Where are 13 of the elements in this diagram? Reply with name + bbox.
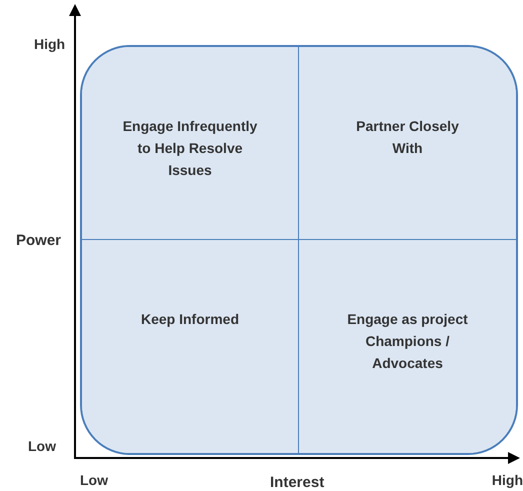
axis-title: Power [16, 231, 62, 251]
quadrant-cell [82, 240, 299, 453]
quadrant-cell [299, 47, 516, 240]
quadrant-label: Engage as project Champions / Advocates [346, 310, 469, 373]
axis-label: High [492, 471, 523, 490]
axis-label: Low [28, 437, 56, 456]
quadrant-cell [82, 47, 299, 240]
axis-label: High [34, 35, 66, 54]
quadrant-label: Partner Closely With [355, 117, 460, 158]
axis-label: Low [80, 471, 108, 490]
quadrant-label: Keep Informed [140, 310, 240, 329]
axis-title: Interest [270, 473, 324, 491]
quadrant-label: Engage Infrequently to Help Resolve Issues [122, 117, 258, 180]
